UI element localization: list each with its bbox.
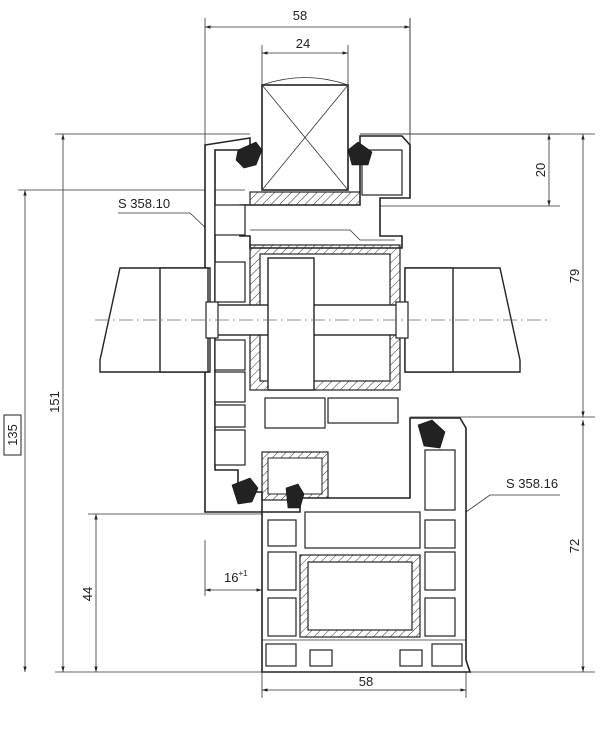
dim-lower-height: 72 [567,539,582,553]
dim-seal-height: 20 [533,163,548,177]
dim-frame-height: 44 [80,587,95,601]
handle-hardware [95,257,550,391]
dim-box-height: 135 [5,424,20,446]
label-sash-profile: S 358.10 [118,196,170,211]
dim-overlap-sup: +1 [238,569,248,578]
dim-bottom-width: 58 [359,674,373,689]
dim-overlap-value: 16 [224,570,238,585]
dim-overlap: 16+1 [224,569,248,585]
dim-glass-width: 24 [296,36,310,51]
dim-total-height: 151 [47,391,62,413]
dim-upper-height: 79 [567,269,582,283]
label-frame-profile: S 358.16 [506,476,558,491]
gaskets [231,141,446,509]
dim-top-width: 58 [293,8,307,23]
frame-profile [261,417,472,673]
